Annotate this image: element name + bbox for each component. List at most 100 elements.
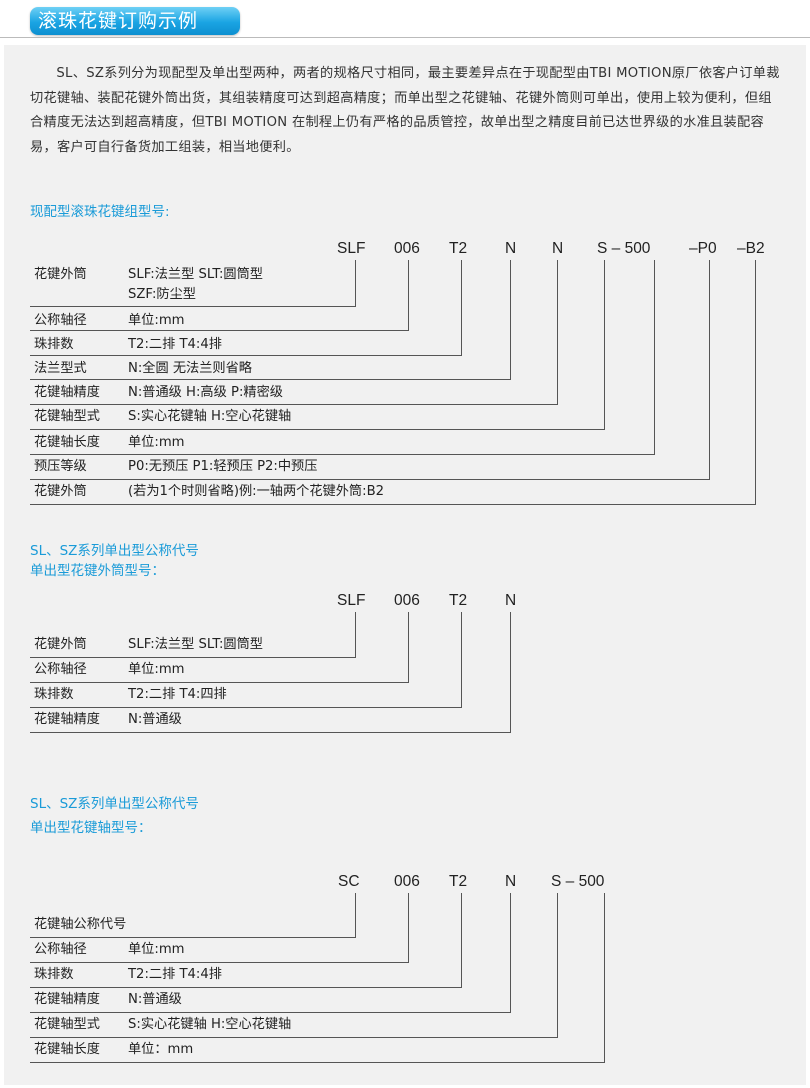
spec-label: 花键轴精度	[34, 992, 100, 1007]
section1-heading: 现配型滚珠花键组型号:	[30, 204, 170, 220]
spec-desc: 单位：mm	[128, 1042, 194, 1057]
connector-line	[461, 260, 462, 356]
code-ball-rows: T2	[449, 592, 468, 609]
title-divider	[0, 37, 810, 38]
code-series: SLF	[337, 592, 366, 609]
spec-desc: SLF:法兰型 SLT:圆筒型	[128, 637, 263, 652]
connector-line	[30, 732, 510, 733]
connector-line	[461, 612, 462, 708]
connector-line	[755, 260, 756, 505]
spec-label: 花键轴公称代号	[34, 917, 127, 932]
section3-heading: SL、SZ系列单出型公称代号	[30, 796, 199, 812]
connector-line	[30, 707, 461, 708]
code-accuracy: N	[505, 873, 517, 890]
intro-paragraph: SL、SZ系列分为现配型及单出型两种，两者的规格尺寸相同，最主要差异点在于现配型…	[30, 66, 780, 155]
code-shaft-diameter: 006	[394, 240, 420, 257]
connector-line	[30, 379, 510, 380]
spec-label: 花键外筒	[34, 484, 87, 499]
connector-line	[355, 612, 356, 658]
connector-line	[30, 429, 604, 430]
spec-label: 珠排数	[34, 967, 74, 982]
connector-line	[654, 260, 655, 455]
spec-label: 花键外筒	[34, 637, 87, 652]
spec-label: 花键轴长度	[34, 435, 100, 450]
code-ball-rows: T2	[449, 873, 468, 890]
spec-desc: 单位:mm	[128, 435, 185, 450]
connector-line	[461, 893, 462, 988]
code-preload: –P0	[689, 240, 717, 257]
spec-desc: S:实心花键轴 H:空心花键轴	[128, 1017, 292, 1032]
connector-line	[30, 504, 755, 505]
code-shaft-diameter: 006	[394, 873, 420, 890]
connector-line	[604, 893, 605, 1063]
spec-desc: SZF:防尘型	[128, 287, 196, 302]
spec-desc: 单位:mm	[128, 942, 185, 957]
connector-line	[30, 937, 355, 938]
connector-line	[30, 1037, 557, 1038]
connector-line	[557, 893, 558, 1038]
connector-line	[30, 962, 408, 963]
connector-line	[30, 1062, 604, 1063]
spec-desc: 单位:mm	[128, 313, 185, 328]
connector-line	[30, 330, 408, 331]
page-title: 滚珠花键订购示例	[30, 7, 240, 35]
spec-desc: N:普通级	[128, 712, 182, 727]
spec-desc: N:全圆 无法兰则省略	[128, 361, 252, 376]
code-accuracy: N	[505, 592, 517, 609]
connector-line	[709, 260, 710, 480]
spec-label: 珠排数	[34, 337, 74, 352]
connector-line	[30, 987, 461, 988]
spec-label: 公称轴径	[34, 662, 87, 677]
code-shaft-diameter: 006	[394, 592, 420, 609]
connector-line	[30, 682, 408, 683]
code-series: SLF	[337, 240, 366, 257]
code-flange-type: N	[505, 240, 517, 257]
connector-line	[557, 260, 558, 405]
spec-label: 公称轴径	[34, 942, 87, 957]
connector-line	[408, 612, 409, 683]
spec-desc: S:实心花键轴 H:空心花键轴	[128, 409, 292, 424]
spec-desc: N:普通级	[128, 992, 182, 1007]
spec-label: 花键轴型式	[34, 409, 100, 424]
section2-subheading: 单出型花键外筒型号：	[30, 563, 165, 579]
code-ball-rows: T2	[449, 240, 468, 257]
code-accuracy: N	[552, 240, 564, 257]
section2-heading: SL、SZ系列单出型公称代号	[30, 543, 199, 559]
spec-desc: 单位:mm	[128, 662, 185, 677]
connector-line	[30, 657, 355, 658]
spec-label: 花键轴精度	[34, 712, 100, 727]
connector-line	[30, 306, 355, 307]
connector-line	[510, 260, 511, 380]
connector-line	[30, 404, 557, 405]
spec-label: 花键轴长度	[34, 1042, 100, 1057]
spec-label: 公称轴径	[34, 313, 87, 328]
code-shaft-type-length: S – 500	[597, 240, 651, 257]
spec-desc: N:普通级 H:高级 P:精密级	[128, 385, 283, 400]
code-nut-count: –B2	[737, 240, 765, 257]
spec-desc: P0:无预压 P1:轻预压 P2:中预压	[128, 459, 318, 474]
connector-line	[30, 1012, 510, 1013]
spec-label: 花键外筒	[34, 267, 87, 282]
spec-desc: T2:二排 T4:4排	[128, 337, 222, 352]
spec-desc: (若为1个时则省略)例:一轴两个花键外筒:B2	[128, 484, 385, 499]
spec-label: 花键轴精度	[34, 385, 100, 400]
connector-line	[510, 893, 511, 1013]
connector-line	[355, 260, 356, 307]
section3-subheading: 单出型花键轴型号：	[30, 820, 152, 836]
connector-line	[30, 454, 654, 455]
code-series: SC	[338, 873, 360, 890]
code-shaft-type-length: S – 500	[551, 873, 605, 890]
connector-line	[510, 612, 511, 733]
spec-label: 珠排数	[34, 687, 74, 702]
connector-line	[30, 479, 709, 480]
connector-line	[604, 260, 605, 430]
spec-label: 法兰型式	[34, 361, 87, 376]
content-panel	[4, 45, 806, 1085]
spec-desc: T2:二排 T4:4排	[128, 967, 222, 982]
connector-line	[30, 355, 461, 356]
spec-desc: SLF:法兰型 SLT:圆筒型	[128, 267, 263, 282]
spec-label: 花键轴型式	[34, 1017, 100, 1032]
spec-desc: T2:二排 T4:四排	[128, 687, 227, 702]
connector-line	[408, 260, 409, 331]
connector-line	[408, 893, 409, 963]
